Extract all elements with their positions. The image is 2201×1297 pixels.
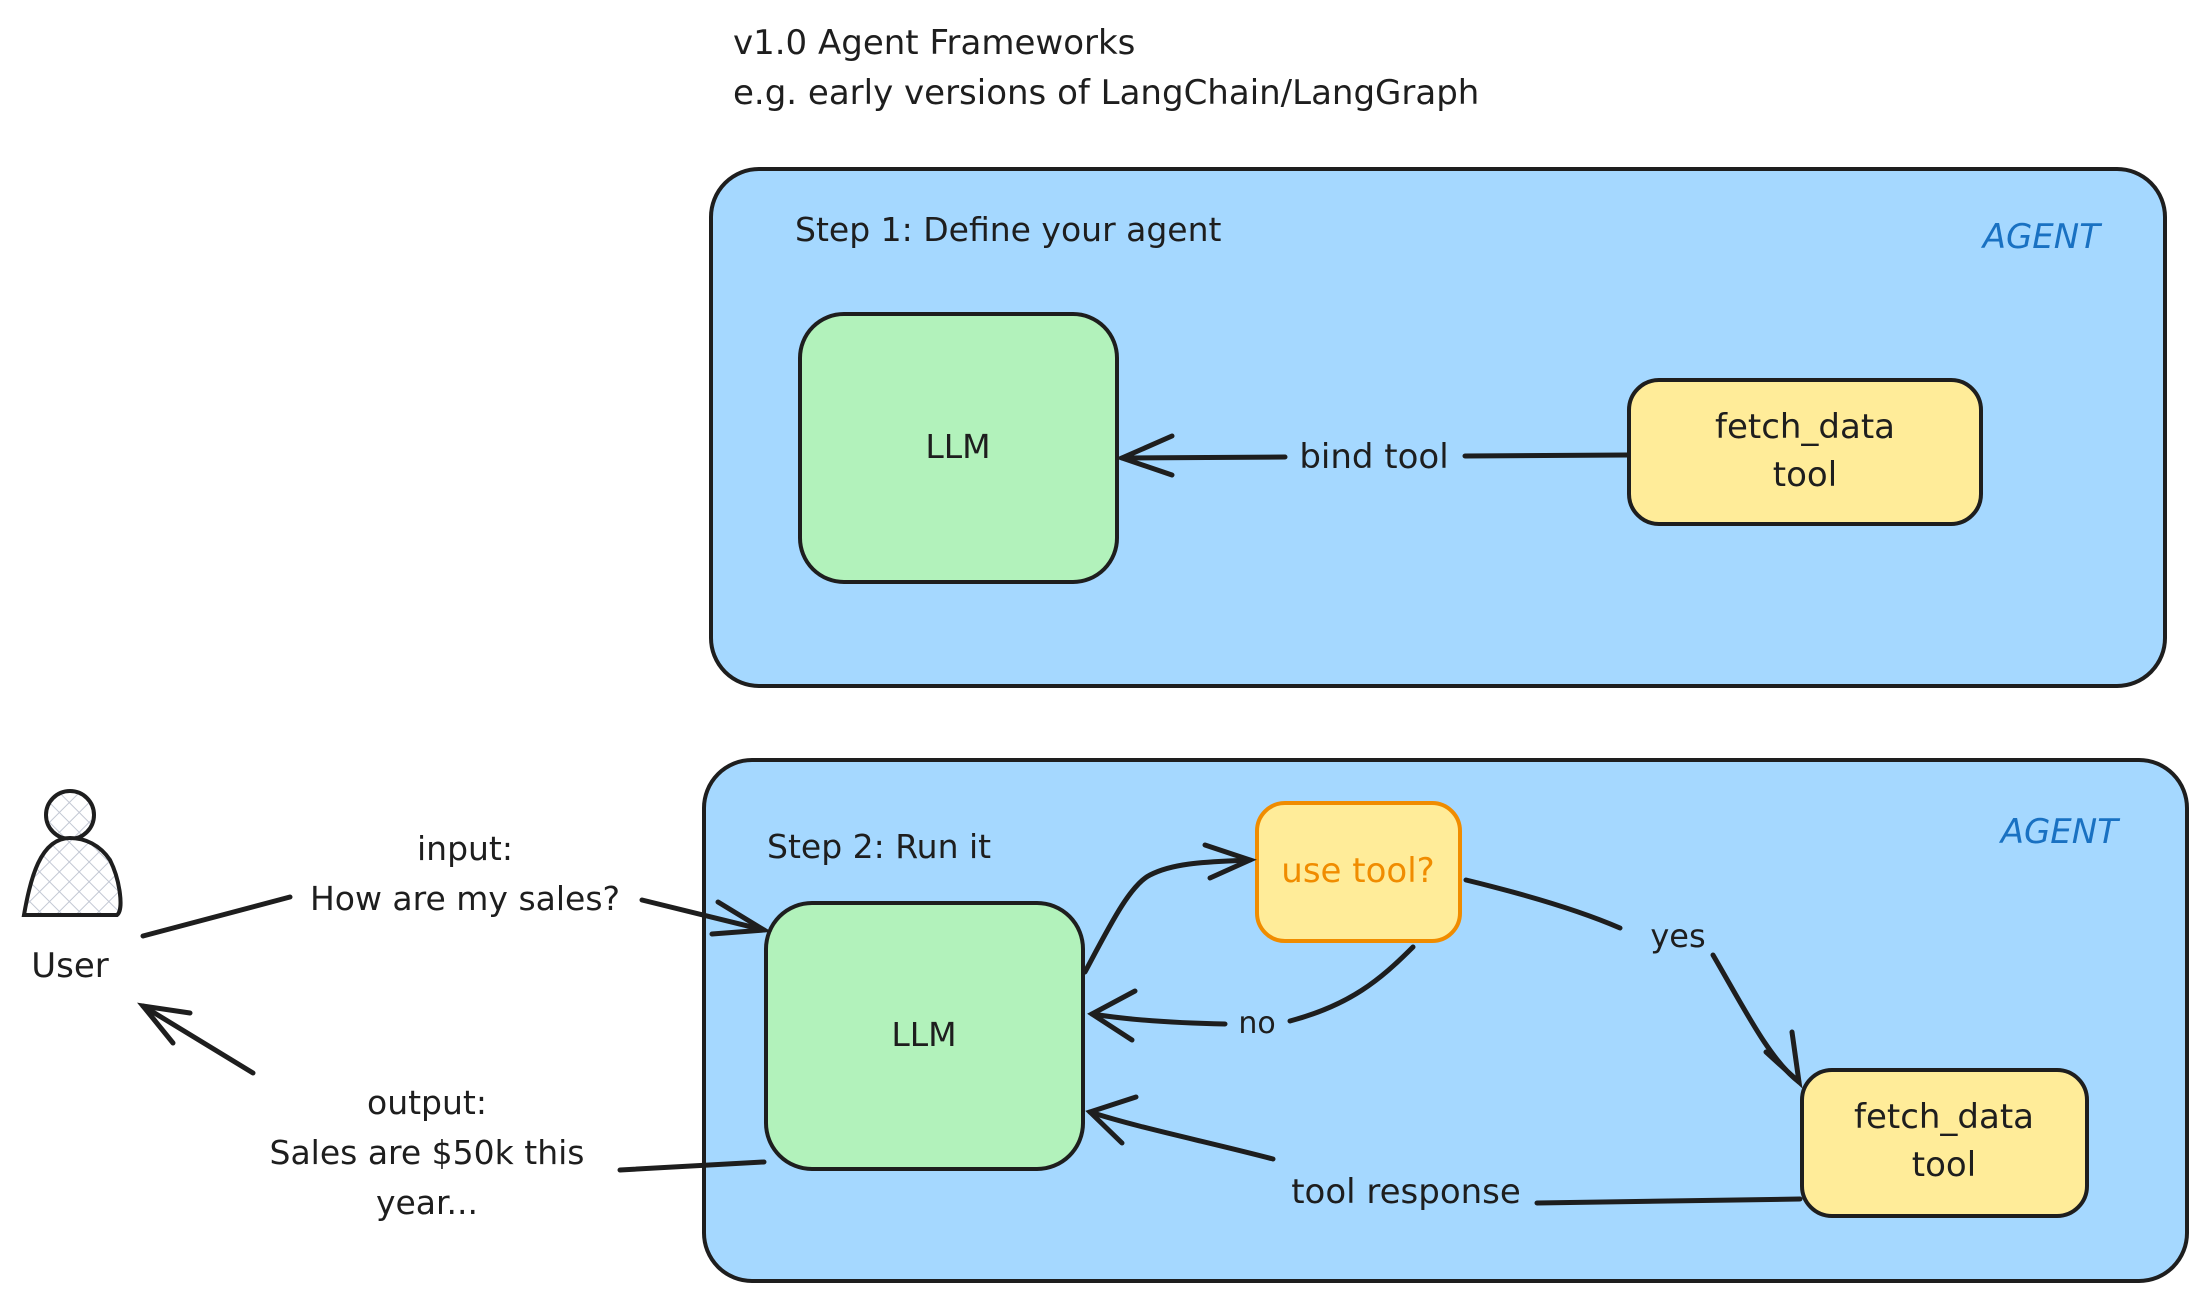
step1-llm-node[interactable] [798,312,1119,584]
step2-use-tool-decision-node[interactable] [1255,801,1462,943]
user-input-arrow [140,894,772,939]
user-output-label-line3: year... [376,1183,478,1222]
llm-to-decision-arrow [1082,842,1257,975]
step2-llm-node[interactable] [764,901,1085,1171]
user-input-label-line1: input: [417,829,513,868]
step2-agent-tag: AGENT [1999,812,2121,852]
user-output-label-line1: output: [367,1083,487,1122]
tool-response-arrow [1085,1094,1803,1206]
step1-label: Step 1: Define your agent [795,210,1222,249]
decision-yes-label: yes [1650,917,1705,955]
step1-fetch-data-tool-node[interactable] [1627,378,1983,526]
user-label: User [31,946,109,986]
step1-bind-tool-label: bind tool [1299,437,1448,477]
step1-tool-label-line2: tool [1773,455,1837,495]
step1-bind-tool-arrow [1115,433,1630,478]
decision-no-arrow [1087,944,1416,1043]
diagram-subtitle: e.g. early versions of LangChain/LangGra… [733,73,1479,113]
user-avatar-icon[interactable] [21,789,123,917]
user-output-arrow [137,1002,767,1173]
step1-llm-label: LLM [925,427,990,466]
user-output-label-line2: Sales are $50k this [270,1133,585,1172]
step2-tool-label-line1: fetch_data [1854,1097,2034,1137]
tool-response-label: tool response [1291,1172,1521,1212]
decision-no-label: no [1238,1006,1275,1041]
diagram-title: v1.0 Agent Frameworks [733,23,1135,63]
step2-label: Step 2: Run it [767,827,991,866]
user-input-label-line2: How are my sales? [310,879,620,918]
step2-decision-label: use tool? [1281,851,1434,891]
step2-tool-label-line2: tool [1912,1145,1976,1185]
step2-llm-label: LLM [891,1015,956,1054]
step1-agent-tag: AGENT [1981,217,2103,257]
decision-yes-arrow [1463,877,1803,1089]
step1-tool-label-line1: fetch_data [1715,407,1895,447]
step2-fetch-data-tool-node[interactable] [1800,1068,2089,1218]
